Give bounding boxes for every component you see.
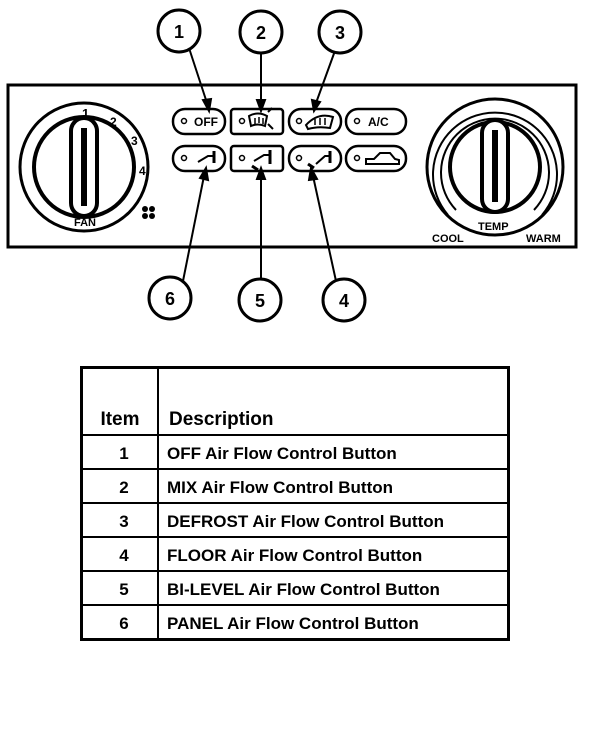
fan-speed-2: 2 xyxy=(110,115,117,129)
legend-item-description: BI-LEVEL Air Flow Control Button xyxy=(157,570,510,606)
legend-item-number: 3 xyxy=(80,502,159,538)
defrost-icon xyxy=(304,114,335,131)
fan-knob xyxy=(18,101,150,233)
legend-item-description: FLOOR Air Flow Control Button xyxy=(157,536,510,572)
legend-row: 2 MIX Air Flow Control Button xyxy=(80,468,510,504)
callout-6: 6 xyxy=(147,275,193,321)
temp-knob xyxy=(425,97,565,237)
callout-3-label: 3 xyxy=(335,23,345,43)
mix-button[interactable] xyxy=(229,107,285,136)
callout-4-label: 4 xyxy=(339,291,349,311)
bi-level-button[interactable] xyxy=(229,144,285,173)
ac-button[interactable]: A/C xyxy=(344,107,408,136)
legend-row: 5 BI-LEVEL Air Flow Control Button xyxy=(80,570,510,606)
legend-row: 4 FLOOR Air Flow Control Button xyxy=(80,536,510,572)
callout-6-label: 6 xyxy=(165,289,175,309)
legend-item-number: 2 xyxy=(80,468,159,504)
fan-symbol-icon xyxy=(142,206,155,219)
recirculation-button[interactable] xyxy=(344,144,408,173)
legend-table: Item Description 1 OFF Air Flow Control … xyxy=(80,366,510,641)
bi-level-icon xyxy=(251,150,272,172)
fan-speed-4: 4 xyxy=(139,164,146,178)
legend-header-description: Description xyxy=(157,366,510,436)
callout-1-label: 1 xyxy=(174,22,184,42)
temp-label: TEMP xyxy=(478,221,509,233)
legend-header-row: Item Description xyxy=(80,366,510,436)
callout-1: 1 xyxy=(156,8,202,54)
callout-5-label: 5 xyxy=(255,291,265,311)
legend-row: 1 OFF Air Flow Control Button xyxy=(80,434,510,470)
callout-3: 3 xyxy=(317,9,363,55)
legend-item-description: OFF Air Flow Control Button xyxy=(157,434,510,470)
legend-item-description: DEFROST Air Flow Control Button xyxy=(157,502,510,538)
legend-row: 3 DEFROST Air Flow Control Button xyxy=(80,502,510,538)
fan-speed-1: 1 xyxy=(82,106,89,121)
warm-label: WARM xyxy=(526,233,561,245)
panel-button[interactable] xyxy=(171,144,227,173)
cool-label: COOL xyxy=(432,233,464,245)
control-panel-diagram: 1 2 3 4 FAN OFF A/C xyxy=(6,8,578,323)
legend-row: 6 PANEL Air Flow Control Button xyxy=(80,604,510,641)
legend-item-number: 4 xyxy=(80,536,159,572)
legend-item-description: PANEL Air Flow Control Button xyxy=(157,604,510,641)
panel-vent-icon xyxy=(197,151,216,163)
fan-speed-3: 3 xyxy=(131,134,138,148)
callout-5: 5 xyxy=(237,277,283,323)
off-button-label: OFF xyxy=(194,115,218,129)
callout-4: 4 xyxy=(321,277,367,323)
off-button[interactable]: OFF xyxy=(171,107,227,136)
ac-button-label: A/C xyxy=(368,115,389,129)
legend-item-number: 6 xyxy=(80,604,159,641)
legend-item-number: 1 xyxy=(80,434,159,470)
legend-item-number: 5 xyxy=(80,570,159,606)
callout-2-label: 2 xyxy=(256,23,266,43)
legend-item-description: MIX Air Flow Control Button xyxy=(157,468,510,504)
mix-icon xyxy=(247,107,274,130)
fan-label: FAN xyxy=(74,217,96,229)
car-icon xyxy=(365,152,400,165)
legend-header-item: Item xyxy=(80,366,159,436)
callout-2: 2 xyxy=(238,9,284,55)
floor-button[interactable] xyxy=(287,144,343,173)
callout-leader-lines xyxy=(182,47,337,282)
defrost-button[interactable] xyxy=(287,107,343,136)
